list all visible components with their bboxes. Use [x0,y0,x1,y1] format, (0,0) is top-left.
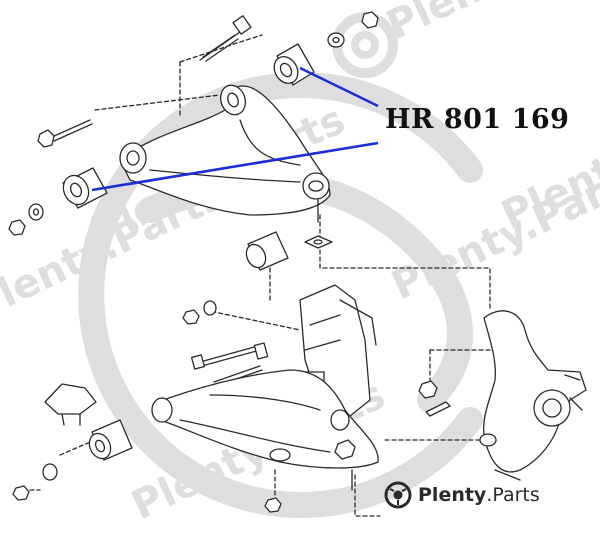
plenty-logo-icon [384,481,412,509]
watermark-text: Plenty.Parts [380,0,600,49]
part-number-label: HR 801 169 [385,104,570,135]
nut-bottom [264,497,282,513]
upper-control-arm [119,84,331,223]
callout-line-lower [91,141,379,192]
steering-knuckle [479,310,587,481]
knuckle-nut [418,380,451,417]
bolt-top [199,15,252,62]
hardware-mid-left [182,300,217,325]
brand-name-light: .Parts [486,484,540,506]
ball-joint-nut [334,439,356,460]
callout-lines [91,66,379,192]
brand-name-strong: Plenty [418,484,487,506]
upper-bushing-rear [273,43,315,86]
bracket-lower-left [44,383,97,426]
lower-control-arm [151,369,379,491]
upper-bushing-front [62,167,108,209]
bolt-left-long [37,119,93,148]
washer-nut-left [8,203,44,236]
lower-bushing-left [88,419,133,461]
washer-ball-joint [304,235,333,249]
line-art [8,11,587,517]
bushing-center [245,231,289,271]
watermark-ring [78,72,483,518]
washer-nut-lower-left [12,463,58,501]
brand-mark[interactable]: Plenty.Parts [384,480,540,510]
callout-line-upper [299,66,379,108]
watermark-logo-top-inner [351,31,379,59]
brand-name: Plenty.Parts [418,484,540,506]
nut-top-right [327,11,379,48]
